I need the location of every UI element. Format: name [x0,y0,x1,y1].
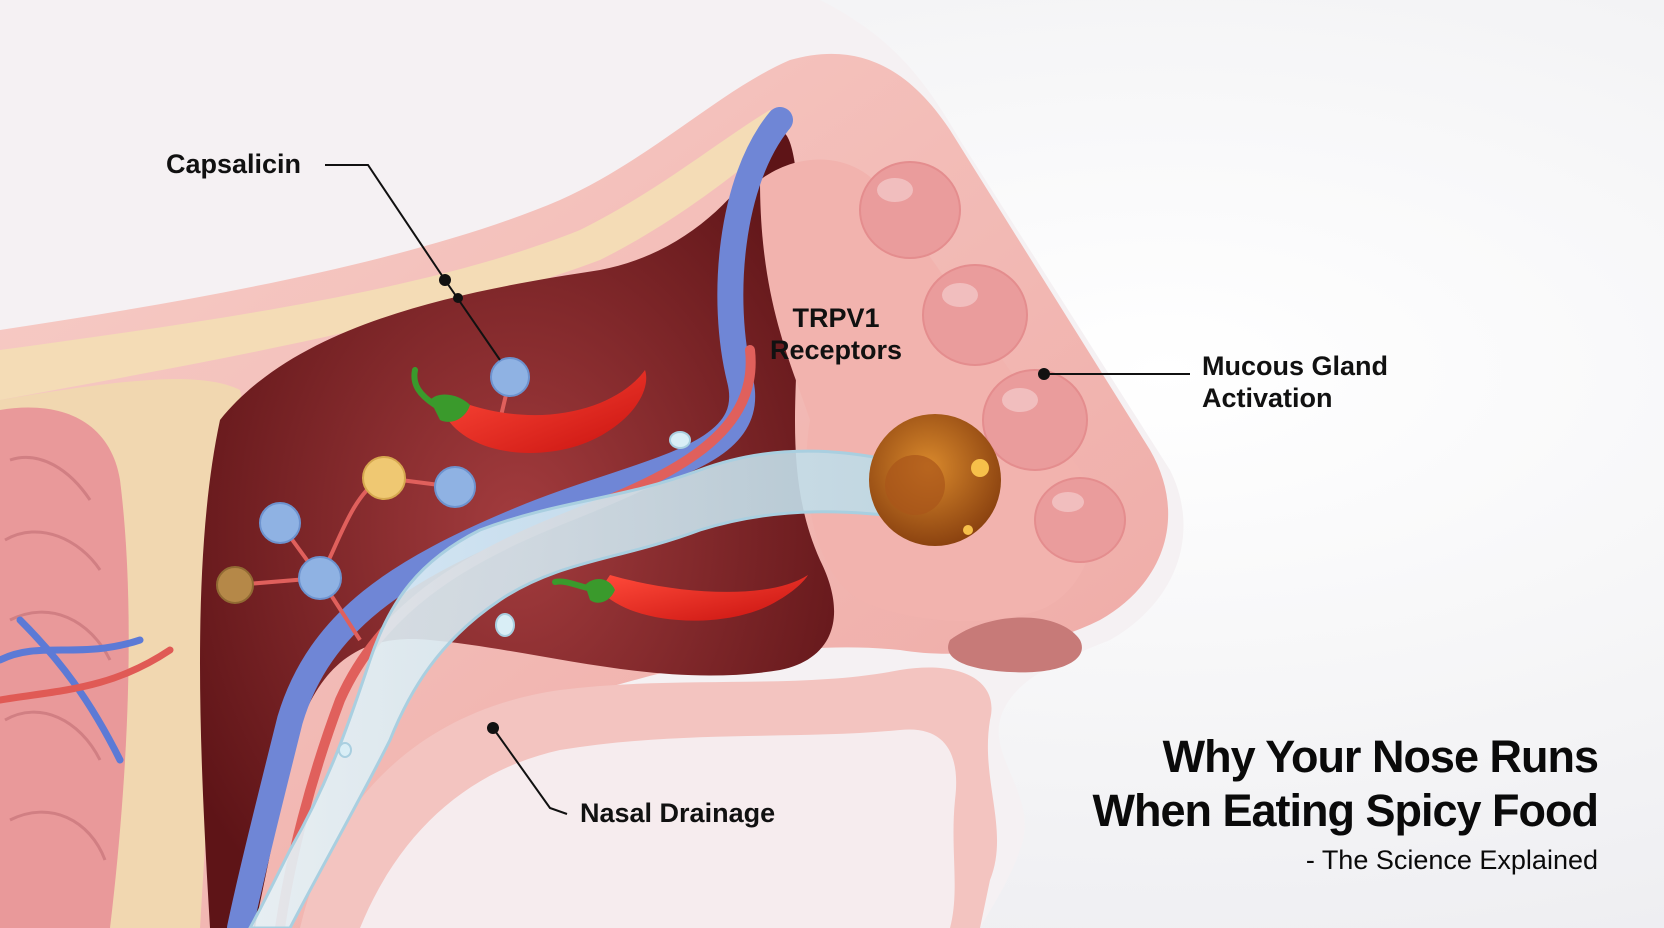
mucus-droplets [338,431,691,758]
capsaicin-label: Capsalicin [166,149,302,179]
leader-dots [439,274,1050,734]
mucous-label-line2: Activation [1202,383,1333,413]
gland-sparkles [963,459,989,535]
title-line-1: Why Your Nose Runs [1162,731,1599,782]
chili-pepper-upper [411,367,647,453]
title-line-2: When Eating Spicy Food [1092,785,1599,836]
leader-lines [325,164,1190,815]
chili-pepper-lower [552,575,808,621]
palate-inner [360,729,957,928]
mucous-label-line1: Mucous Gland [1202,351,1389,381]
trpv1-label-line2: Receptors [770,335,903,365]
capsaicin-molecules [216,357,530,604]
mucus-stream [248,449,932,928]
brain-vessels [0,616,174,764]
mucous-gland-label: Mucous Gland Activation [1202,350,1388,414]
leader-line-drainage [492,727,568,815]
trpv1-label-line1: TRPV1 [792,303,880,333]
nostril [948,617,1082,673]
nasal-drainage-label: Nasal Drainage [580,798,776,828]
leader-line-capsaicin [325,164,501,361]
gland-bumps [859,161,1126,563]
trpv1-receptors-label: TRPV1 Receptors [770,302,902,366]
bone-layer [0,110,790,400]
title-block: Why Your Nose Runs When Eating Spicy Foo… [1093,730,1599,878]
gland-core [885,455,945,515]
gland-highlights [877,178,1084,512]
subtitle: - The Science Explained [1305,845,1598,875]
